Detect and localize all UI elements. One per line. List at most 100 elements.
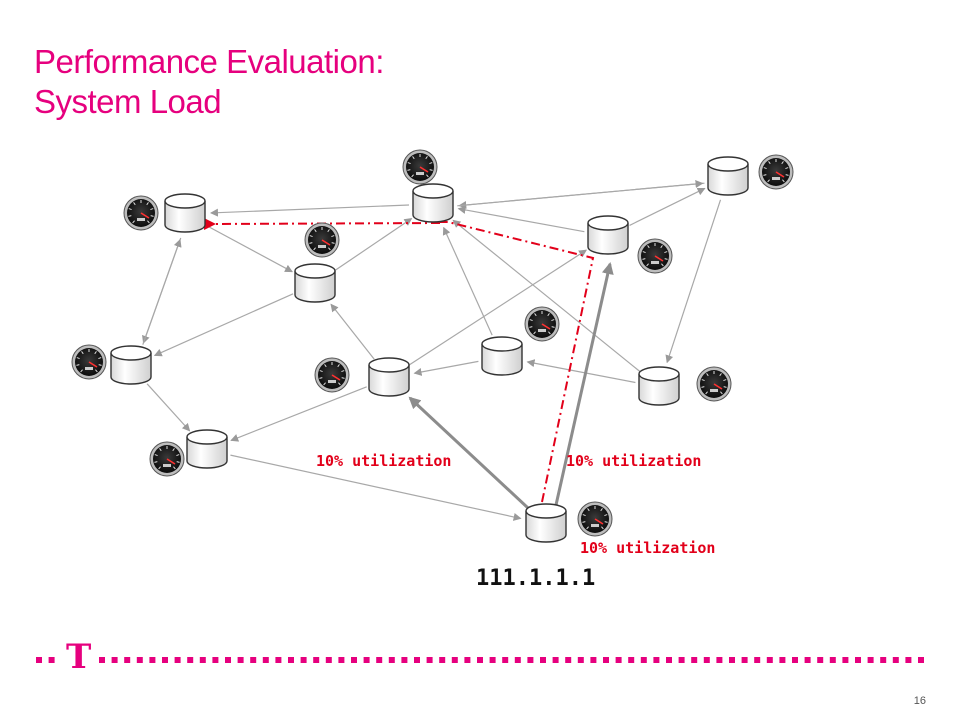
brand-dot — [212, 657, 219, 663]
heavy-link — [554, 262, 614, 506]
brand-dot — [162, 657, 168, 663]
brand-dot — [439, 657, 446, 663]
brand-dot — [489, 657, 496, 663]
brand-dot — [892, 657, 899, 663]
brand-dot — [351, 657, 357, 663]
router-icon — [481, 336, 523, 376]
brand-dot — [741, 657, 748, 663]
brand-dot — [124, 657, 131, 663]
brand-dot — [678, 657, 685, 663]
slide-title: Performance Evaluation: System Load — [34, 42, 384, 122]
brand-dotted-line — [36, 657, 924, 663]
brand-dot — [540, 657, 546, 663]
brand-dot — [338, 657, 345, 663]
source-address: 111.1.1.1 — [476, 566, 596, 591]
utilization-label: 10% utilization — [316, 452, 452, 470]
router-nodes — [110, 156, 749, 543]
brand-dot — [804, 657, 811, 663]
brand-dot — [653, 657, 660, 663]
brand-dot — [401, 657, 408, 663]
router-icon — [525, 503, 567, 543]
utilization-label: 10% utilization — [580, 539, 716, 557]
router-icon — [587, 215, 629, 255]
network-link — [230, 386, 367, 442]
brand-dot — [477, 657, 483, 663]
brand-dot — [275, 657, 282, 663]
traffic-path-segment — [440, 221, 595, 503]
brand-dot — [237, 657, 244, 663]
network-link — [665, 199, 722, 364]
load-gauges — [71, 149, 794, 537]
brand-dot — [250, 657, 257, 663]
brand-dot — [703, 657, 710, 663]
brand-dot — [363, 657, 370, 663]
brand-dot — [691, 657, 698, 663]
brand-dot — [754, 657, 761, 663]
network-link — [457, 180, 704, 207]
gauge-icon — [304, 222, 340, 258]
brand-dot — [867, 657, 874, 663]
network-link — [457, 206, 585, 233]
title-line-1: Performance Evaluation: — [34, 43, 384, 80]
gauge-icon — [637, 238, 673, 274]
router-icon — [412, 183, 454, 223]
brand-dot — [325, 657, 332, 663]
router-icon — [368, 357, 410, 397]
brand-dot — [376, 657, 383, 663]
page-number: 16 — [913, 695, 926, 707]
deutsche-telekom-t-logo: T — [66, 637, 92, 677]
brand-dot — [729, 657, 735, 663]
brand-dot — [628, 657, 635, 663]
network-link — [452, 219, 641, 373]
brand-dot — [855, 657, 861, 663]
traffic-path — [203, 218, 595, 503]
router-icon — [164, 193, 206, 233]
brand-dot — [464, 657, 471, 663]
brand-dot — [905, 657, 912, 663]
brand-dot — [817, 657, 824, 663]
network-link — [142, 238, 182, 345]
gauge-icon — [149, 441, 185, 477]
gauge-icon — [402, 149, 438, 185]
brand-dot — [111, 657, 118, 663]
brand-dot — [842, 657, 849, 663]
brand-dot — [514, 657, 521, 663]
brand-dot — [615, 657, 622, 663]
brand-dot — [414, 657, 420, 663]
network-links — [142, 180, 722, 521]
brand-dot — [136, 657, 143, 663]
brand-dot — [99, 657, 105, 663]
router-icon — [110, 345, 152, 385]
network-link — [330, 303, 375, 360]
network-link — [413, 360, 479, 376]
gauge-icon — [577, 501, 613, 537]
network-link — [629, 187, 706, 226]
brand-dot — [716, 657, 723, 663]
brand-dot — [225, 657, 231, 663]
brand-dot — [187, 657, 194, 663]
brand-dot — [502, 657, 509, 663]
brand-dot — [918, 657, 924, 663]
brand-dot — [565, 657, 572, 663]
brand-dot — [577, 657, 584, 663]
brand-dot — [199, 657, 206, 663]
network-link — [146, 383, 191, 432]
brand-dot — [48, 657, 55, 663]
brand-dot — [262, 657, 269, 663]
brand-dot — [590, 657, 597, 663]
network-link — [209, 204, 410, 217]
brand-dot — [666, 657, 672, 663]
brand-dot — [792, 657, 798, 663]
network-link — [153, 293, 294, 357]
router-icon — [186, 429, 228, 469]
brand-dot — [527, 657, 534, 663]
gauge-icon — [314, 357, 350, 393]
brand-dot — [552, 657, 559, 663]
brand-dot — [426, 657, 433, 663]
utilization-label: 10% utilization — [566, 452, 702, 470]
brand-dot — [313, 657, 320, 663]
brand-dot — [829, 657, 836, 663]
brand-dot — [640, 657, 647, 663]
brand-dot — [451, 657, 458, 663]
